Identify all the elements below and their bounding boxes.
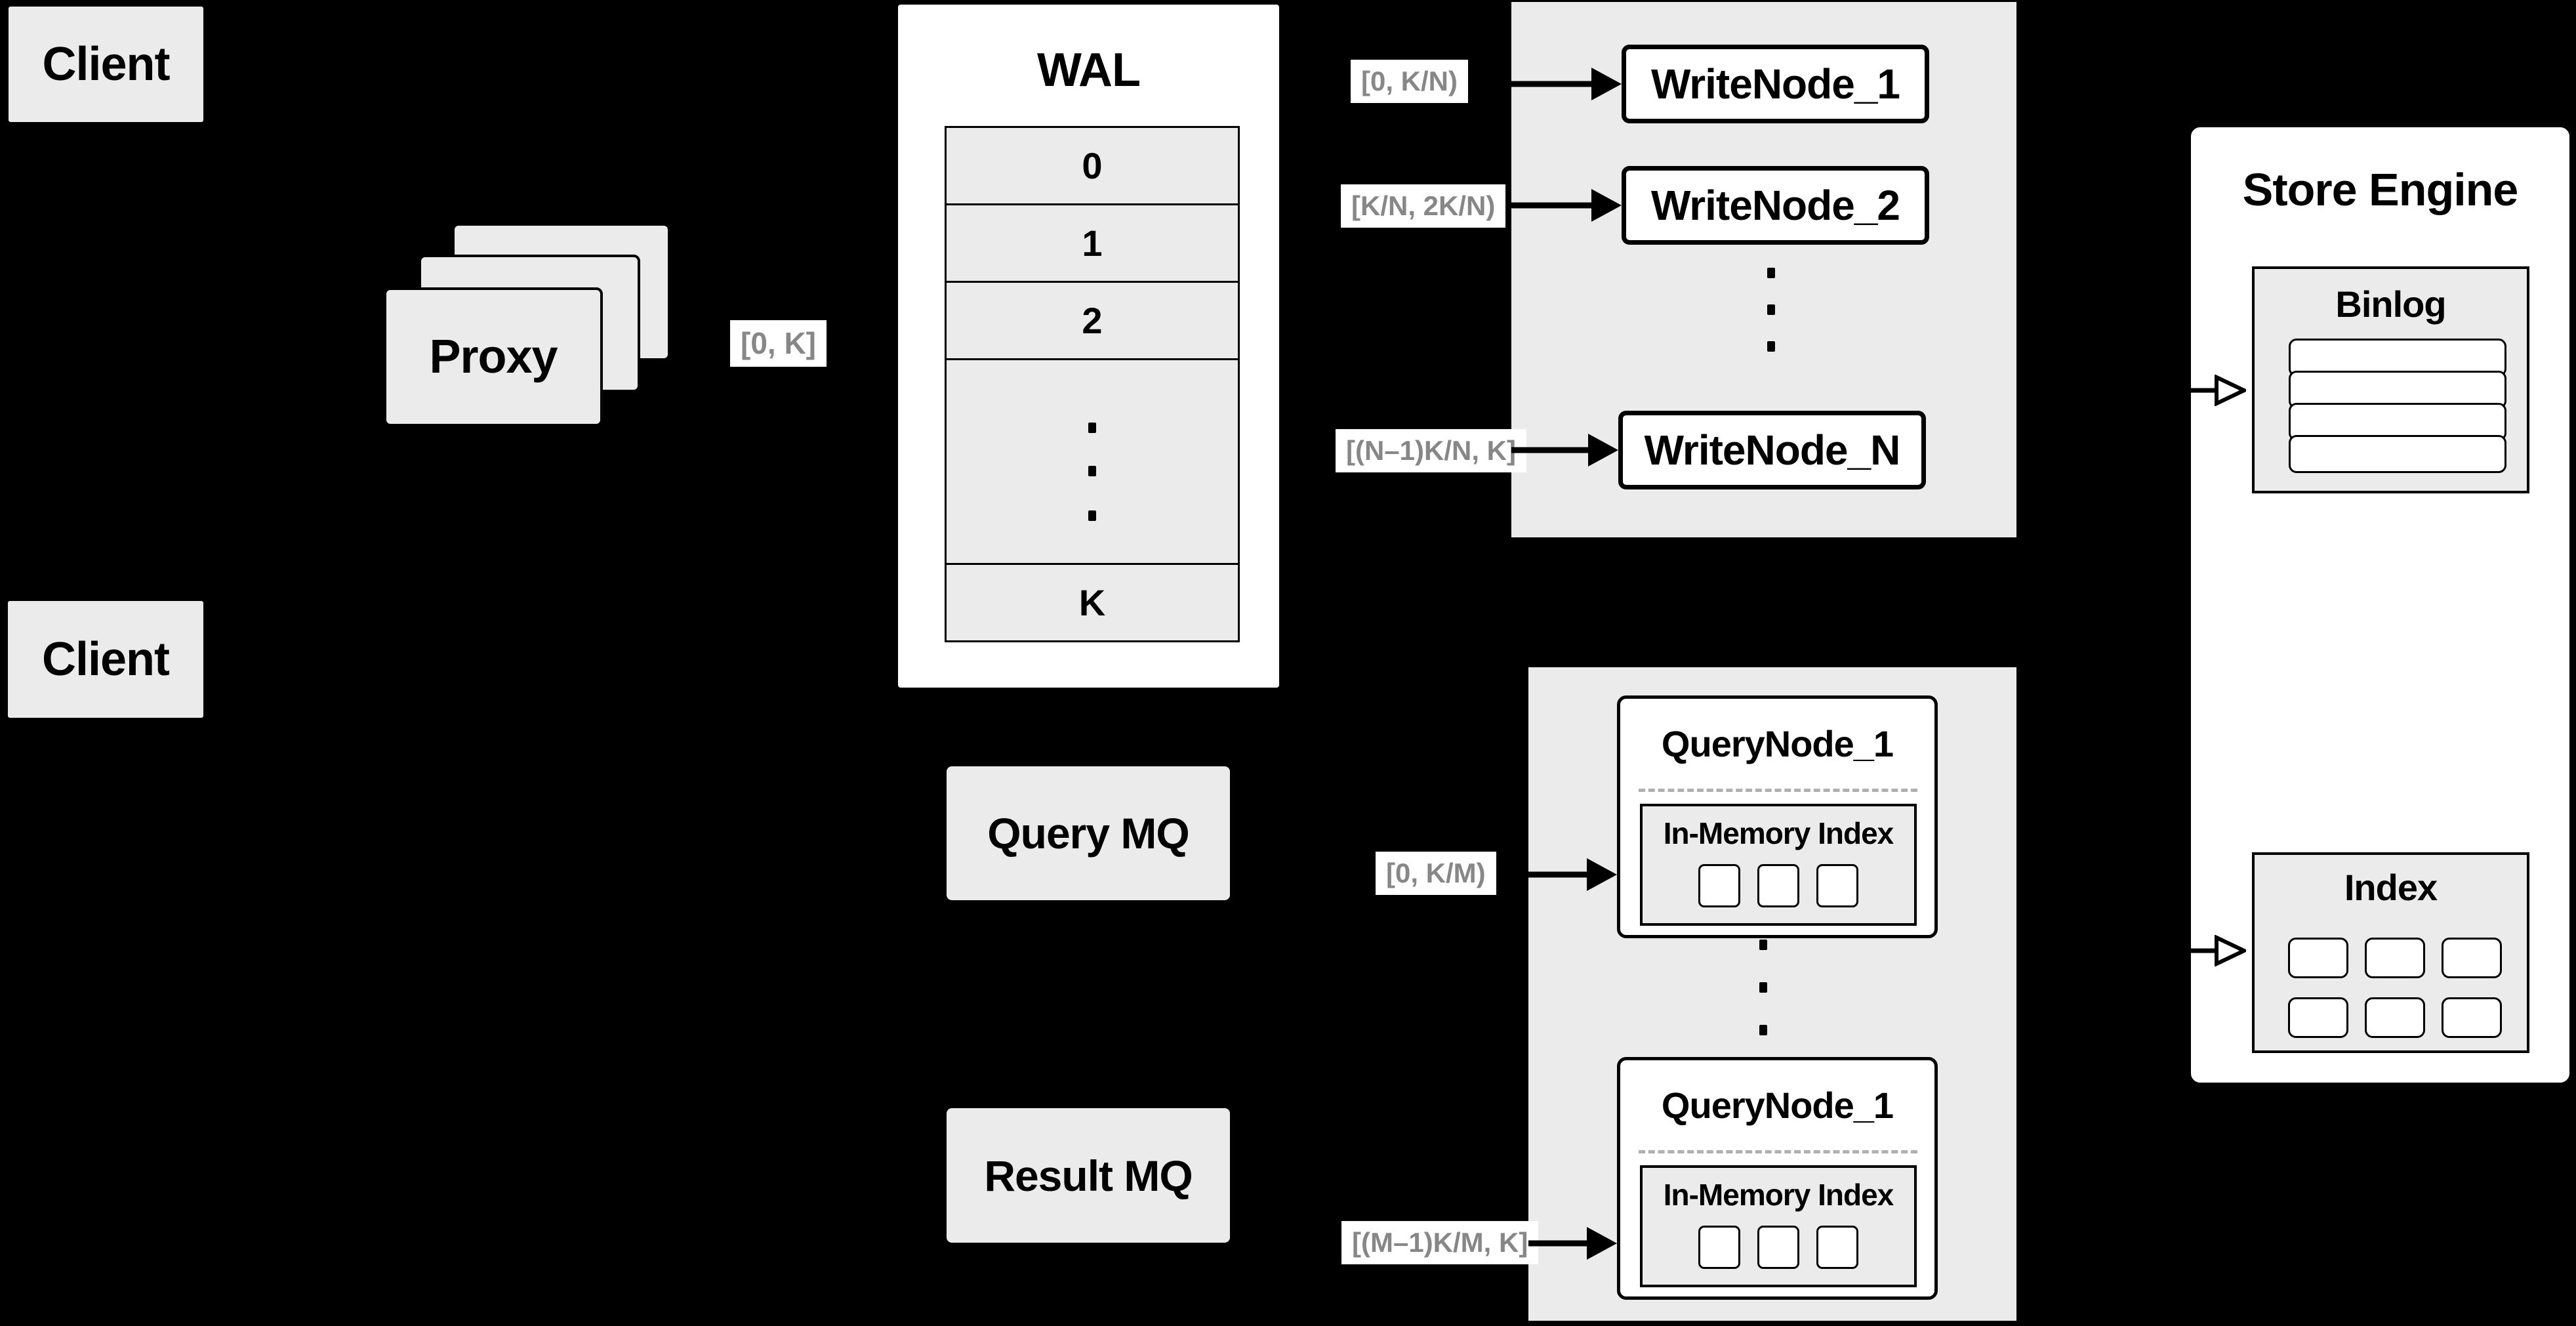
proxy-label: Proxy — [429, 331, 558, 383]
index-title: Index — [2344, 866, 2438, 908]
write-node-1-box: WriteNode_1 — [1622, 45, 1929, 123]
arrow-right-icon — [1511, 67, 1622, 101]
query-node-bottom-box: QueryNode_1 In-Memory Index — [1617, 1057, 1938, 1300]
vertical-ellipsis-icon — [1088, 360, 1096, 563]
wal-row-ellipsis — [945, 358, 1240, 565]
in-memory-index-title: In-Memory Index — [1663, 816, 1894, 850]
in-memory-index-title: In-Memory Index — [1663, 1178, 1894, 1212]
wal-row: 2 — [945, 281, 1240, 360]
index-cell — [2365, 938, 2425, 978]
index-cell — [2442, 938, 2502, 978]
wal-row: 1 — [945, 203, 1240, 283]
wal-title: WAL — [1037, 44, 1141, 96]
range-label-proxy-out: [0, K] — [730, 320, 827, 367]
segment-squares — [1643, 1226, 1914, 1269]
range-label-write-n: [(N–1)K/N, K] — [1336, 429, 1526, 473]
arrow-right-icon — [1528, 1226, 1617, 1260]
query-mq-box: Query MQ — [947, 766, 1230, 900]
wal-box: WAL 0 1 2 K — [895, 2, 1282, 690]
range-label-query-m: [(M–1)K/M, K] — [1341, 1221, 1539, 1265]
arrow-right-icon — [1511, 433, 1618, 467]
client-middle-label: Client — [41, 633, 170, 686]
index-cell — [2442, 997, 2502, 1038]
segment-square — [1757, 1226, 1799, 1269]
range-label-write-2: [K/N, 2K/N) — [1341, 184, 1506, 228]
open-arrow-right-icon — [2190, 373, 2246, 407]
store-engine-box: Store Engine Binlog Index — [2188, 125, 2572, 1085]
open-arrow-right-icon — [2190, 934, 2246, 968]
arrow-right-icon — [1511, 188, 1622, 222]
client-top-box: Client — [7, 5, 205, 124]
index-cell — [2365, 997, 2425, 1038]
query-node-top-box: QueryNode_1 In-Memory Index — [1617, 695, 1938, 938]
dashed-divider — [1639, 1150, 1917, 1153]
binlog-box: Binlog — [2252, 266, 2529, 493]
query-node-top-title: QueryNode_1 — [1661, 722, 1894, 764]
binlog-title: Binlog — [2335, 283, 2446, 325]
wal-table: 0 1 2 K — [945, 126, 1240, 642]
in-memory-index-box: In-Memory Index — [1640, 1165, 1917, 1287]
proxy-box: Proxy — [384, 287, 603, 426]
segment-square — [1816, 1226, 1858, 1269]
client-middle-box: Client — [6, 599, 205, 720]
binlog-row — [2289, 435, 2506, 473]
result-mq-box: Result MQ — [947, 1108, 1230, 1243]
index-cell — [2288, 938, 2348, 978]
wal-row: 0 — [945, 126, 1240, 205]
segment-squares — [1643, 864, 1914, 907]
dashed-divider — [1639, 789, 1917, 792]
range-label-write-1: [0, K/N) — [1351, 60, 1468, 104]
segment-square — [1757, 864, 1799, 907]
write-node-2-box: WriteNode_2 — [1622, 166, 1929, 245]
segment-square — [1816, 864, 1858, 907]
range-label-query-1: [0, K/M) — [1376, 852, 1496, 896]
segment-square — [1698, 864, 1740, 907]
store-engine-title: Store Engine — [2242, 164, 2519, 215]
index-box: Index — [2252, 852, 2529, 1053]
write-node-n-box: WriteNode_N — [1618, 411, 1926, 489]
query-node-bottom-title: QueryNode_1 — [1661, 1084, 1894, 1126]
index-cell — [2288, 997, 2348, 1038]
in-memory-index-box: In-Memory Index — [1640, 804, 1917, 926]
segment-square — [1698, 1226, 1740, 1269]
client-top-label: Client — [42, 38, 170, 91]
arrow-right-icon — [1528, 858, 1617, 892]
wal-row-last: K — [945, 563, 1240, 642]
